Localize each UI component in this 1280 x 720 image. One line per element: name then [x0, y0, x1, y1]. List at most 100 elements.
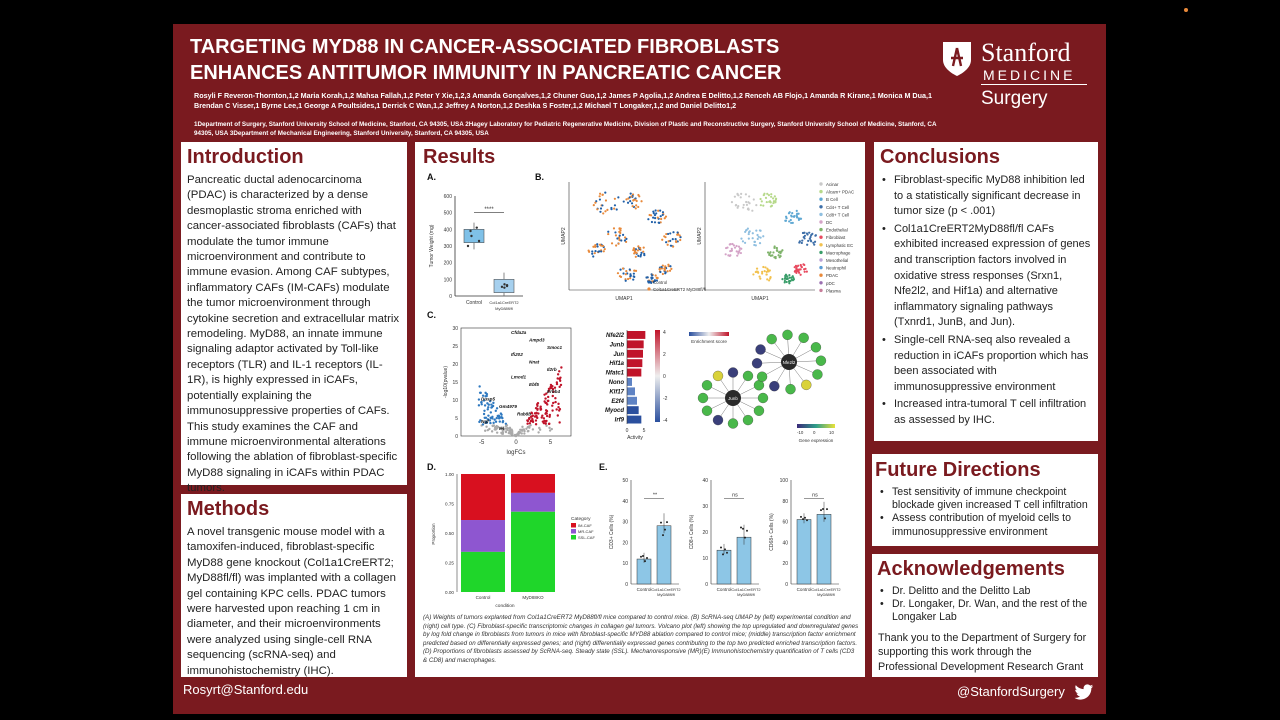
- volcano-point: [537, 412, 540, 415]
- data-point: [503, 283, 506, 286]
- volcano-point: [542, 417, 546, 420]
- y-tick-label: 40: [622, 499, 628, 505]
- umap-cell: [741, 240, 745, 243]
- umap-cell: [802, 263, 805, 266]
- tf-bar: [627, 340, 644, 349]
- umap-cell: [769, 205, 772, 208]
- umap-cell: [745, 200, 748, 204]
- umap-cell: [755, 267, 759, 270]
- umap-cell: [740, 237, 743, 240]
- umap-cell: [650, 281, 653, 284]
- umap-cell: [592, 245, 595, 248]
- network-gene-node: [727, 367, 739, 378]
- y-tick-label: 40: [782, 540, 788, 546]
- legend-swatch: [819, 212, 823, 217]
- volcano-point: [489, 399, 492, 403]
- umap-cell: [622, 272, 625, 275]
- figure-label-e: E.: [599, 462, 608, 472]
- umap-cell: [814, 234, 817, 237]
- volcano-x-label: logFCs: [506, 450, 525, 456]
- volcano-point: [546, 399, 549, 403]
- umap-cell: [796, 216, 799, 219]
- network-gene-node: [697, 392, 709, 404]
- volcano-gene-label: Cfda2a: [511, 330, 527, 335]
- umap-cell: [657, 209, 660, 212]
- volcano-y-tick: 20: [452, 362, 458, 368]
- twitter-handle[interactable]: @StanfordSurgery: [957, 684, 1065, 699]
- volcano-point: [484, 395, 487, 398]
- volcano-point: [479, 391, 482, 395]
- umap-cell: [628, 196, 631, 199]
- conclusions-heading: Conclusions: [880, 146, 1001, 168]
- volcano-point: [542, 421, 546, 425]
- umap-cell: [751, 232, 754, 235]
- volcano-gene-label: Ampd3: [528, 337, 545, 342]
- data-point: [744, 536, 746, 539]
- volcano-gene-label: Nnat: [529, 360, 540, 365]
- future-item: Test sensitivity of immune checkpoint bl…: [878, 486, 1092, 512]
- umap-cell: [757, 235, 760, 238]
- umap-cell: [744, 229, 748, 232]
- umap-cell: [788, 211, 791, 214]
- umap-cell: [807, 239, 810, 242]
- umap-cell: [642, 246, 645, 249]
- network-gene-node: [766, 333, 777, 345]
- volcano-point: [494, 420, 498, 423]
- future-directions-panel: Future Directions Test sensitivity of im…: [872, 454, 1098, 546]
- volcano-point: [484, 421, 487, 424]
- data-point: [470, 234, 473, 238]
- legend-label: Macrophage: [826, 250, 851, 255]
- volcano-point: [556, 373, 560, 376]
- twitter-bird-icon[interactable]: [1074, 684, 1094, 701]
- introduction-heading: Introduction: [187, 146, 304, 168]
- y-tick-label: 200: [444, 261, 453, 267]
- legend-swatch: [819, 227, 823, 232]
- umap-cell: [771, 197, 775, 200]
- umap-cell: [760, 200, 763, 203]
- umap-cell: [798, 241, 801, 244]
- umap-cell: [775, 246, 778, 250]
- volcano-y-tick: 25: [452, 344, 458, 350]
- umap-cell: [779, 252, 782, 255]
- legend-label: pDC: [826, 281, 835, 286]
- bar: [656, 525, 672, 585]
- umap-cell: [813, 243, 816, 246]
- network-gene-node: [769, 381, 780, 392]
- umap-cell: [778, 256, 781, 259]
- network-gene-node: [812, 369, 823, 380]
- umap-cell: [762, 204, 765, 207]
- contact-email[interactable]: Rosyrt@Stanford.edu: [183, 682, 309, 697]
- volcano-point: [504, 422, 508, 425]
- data-point: [724, 548, 726, 551]
- tf-gene-label: E2f4: [611, 399, 624, 405]
- volcano-point: [493, 428, 496, 431]
- tf-gene-label: Klf17: [609, 389, 624, 395]
- umap-cell: [600, 244, 603, 247]
- y-tick-label: 80: [782, 499, 788, 505]
- umap-cell: [618, 275, 622, 278]
- volcano-point: [526, 422, 529, 425]
- volcano-point: [506, 427, 509, 430]
- umap-cell: [758, 275, 761, 278]
- x-tick-label: Control: [797, 587, 812, 592]
- data-point: [466, 244, 470, 248]
- volcano-point: [545, 401, 548, 405]
- y-tick-label: 300: [444, 244, 453, 250]
- legend-swatch: [819, 182, 823, 186]
- volcano-point: [498, 420, 501, 423]
- volcano-point: [550, 427, 553, 431]
- umap-cell: [733, 246, 737, 249]
- umap-cell: [620, 239, 623, 242]
- umap-cell: [619, 231, 622, 235]
- umap-cell: [632, 278, 635, 281]
- umap-cell: [596, 245, 599, 248]
- umap-cell: [618, 237, 621, 241]
- status-dot: [1184, 8, 1188, 12]
- umap-cell: [789, 218, 792, 222]
- data-point: [500, 285, 504, 289]
- volcano-point: [490, 430, 494, 433]
- volcano-point: [548, 413, 552, 417]
- volcano-point: [531, 414, 535, 417]
- legend-label: MR-CAF: [578, 529, 594, 534]
